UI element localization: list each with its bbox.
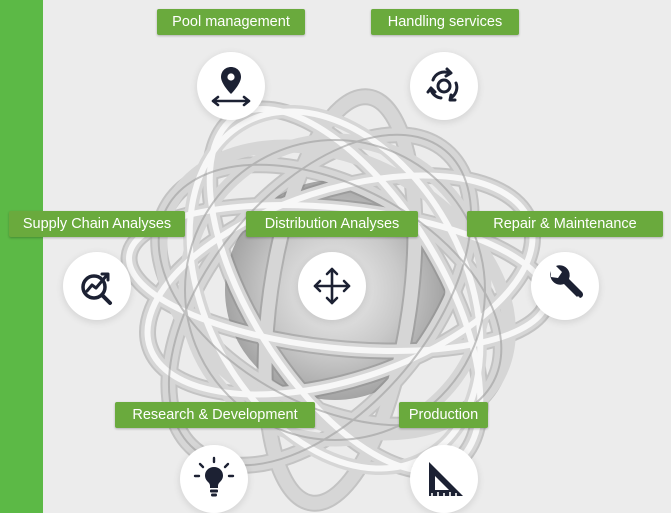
wrench-icon (550, 265, 584, 300)
research-development-label[interactable]: Research & Development (115, 402, 315, 428)
distribution-analyses-label[interactable]: Distribution Analyses (246, 211, 418, 237)
move-arrows-icon (313, 267, 351, 305)
cycle-arrows-icon (426, 67, 459, 102)
search-chart-icon (81, 272, 112, 305)
repair-maintenance-label[interactable]: Repair & Maintenance (467, 211, 663, 237)
handling-services-button[interactable] (410, 52, 478, 120)
green-sidebar-bar (0, 0, 43, 513)
supply-chain-analyses-button[interactable] (63, 252, 131, 320)
pool-management-label[interactable]: Pool management (157, 9, 305, 35)
handling-services-label[interactable]: Handling services (371, 9, 519, 35)
set-square-icon (429, 462, 463, 496)
pool-management-button[interactable] (197, 52, 265, 120)
distribution-analyses-button[interactable] (298, 252, 366, 320)
production-label[interactable]: Production (399, 402, 488, 428)
lightbulb-icon (193, 456, 235, 497)
supply-chain-analyses-label[interactable]: Supply Chain Analyses (9, 211, 185, 237)
research-development-button[interactable] (180, 445, 248, 513)
production-button[interactable] (410, 445, 478, 513)
map-pin-arrows-icon (211, 67, 251, 107)
repair-maintenance-button[interactable] (531, 252, 599, 320)
